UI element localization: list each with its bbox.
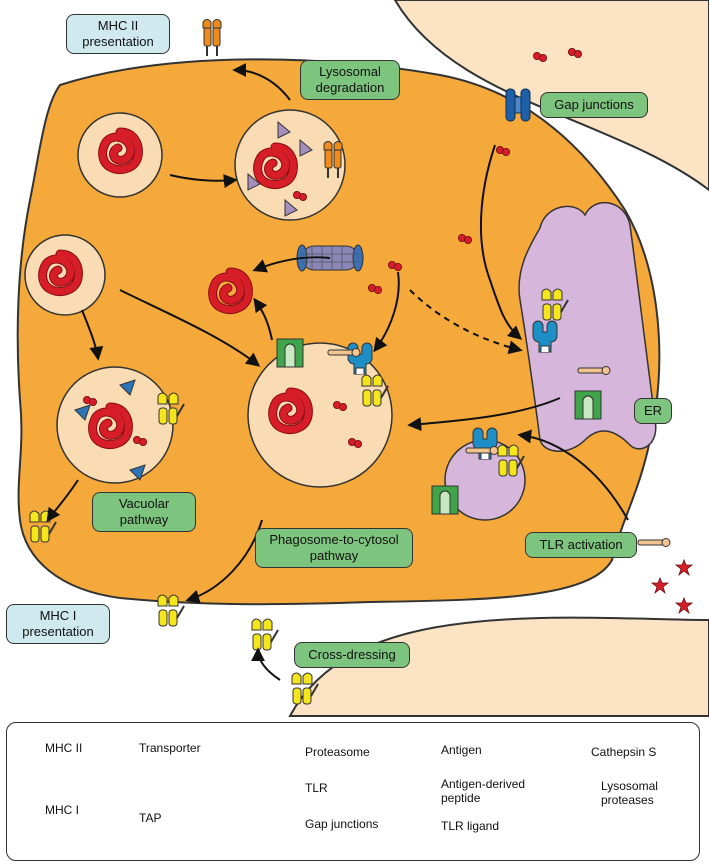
tlr-ligand-marks — [650, 558, 694, 615]
legend-antigen-label: Antigen — [441, 743, 482, 757]
legend-peptide-label: Antigen-derived peptide — [441, 777, 526, 805]
tlr-mark — [465, 446, 499, 455]
endoplasmic-reticulum — [518, 201, 657, 452]
legend-mhc2-label: MHC II — [45, 741, 83, 755]
tlr-mark — [637, 538, 671, 547]
transporter-mark — [431, 485, 459, 515]
tlr-mark — [327, 348, 361, 357]
vacuolar-pathway-label: Vacuolar pathway — [92, 492, 196, 532]
mhc2-mark — [202, 18, 222, 57]
legend-cathepsin-label: Cathepsin S — [591, 745, 657, 759]
phagosome-center — [247, 342, 393, 488]
legend-mhc1-label: MHC I — [45, 803, 79, 817]
tlr-activation-label: TLR activation — [525, 532, 637, 558]
gap-junctions-label: Gap junctions — [540, 92, 648, 118]
lysosomal-degradation-label: Lysosomal degradation — [300, 60, 400, 100]
legend-tap-label: TAP — [139, 811, 162, 825]
legend-proteasome-label: Proteasome — [305, 745, 370, 759]
mhc2-presentation-label: MHC II presentation — [66, 14, 170, 54]
cross-dressing-label: Cross-dressing — [294, 642, 410, 668]
phagosome-left — [24, 234, 106, 316]
vacuolar-vesicle — [56, 366, 174, 484]
legend-box: MHC II MHC I Transporter TAP Proteasome … — [6, 722, 700, 861]
legend-tlr-ligand-label: TLR ligand — [441, 819, 500, 833]
legend-transporter-label: Transporter — [139, 741, 201, 755]
transporter-mark — [276, 338, 304, 368]
legend-protease-label: Lysosomal proteases — [601, 779, 658, 807]
pathway-arrows — [46, 63, 629, 681]
phagosome-top-left — [77, 112, 163, 198]
phagosome-to-cytosol-label: Phagosome-to-cytosol pathway — [255, 528, 413, 568]
legend-gap-junctions-label: Gap junctions — [305, 817, 379, 831]
legend-tlr-label: TLR — [305, 781, 328, 795]
mhc1-presentation-label: MHC I presentation — [6, 604, 110, 644]
transporter-mark — [574, 390, 602, 420]
cathepsin-marks — [74, 379, 146, 481]
er-label: ER — [634, 398, 672, 424]
mhc1-mark — [251, 618, 279, 651]
protease-marks — [247, 120, 313, 217]
tlr-mark — [577, 366, 611, 375]
